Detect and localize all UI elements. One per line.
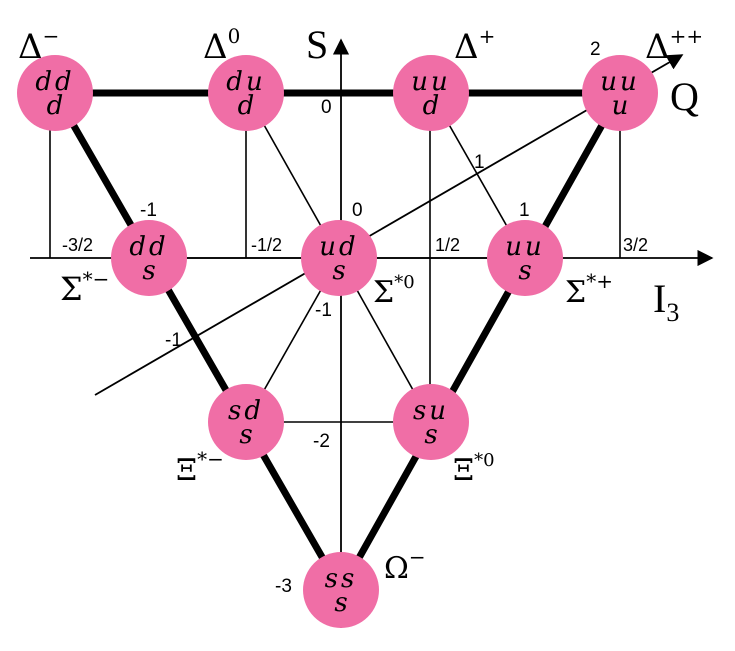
particle-symbol: Σ <box>373 275 394 310</box>
particle-charge: *0 <box>474 450 494 471</box>
quark-top: ud <box>319 232 358 262</box>
q-tick-label: 1 <box>474 152 485 173</box>
particle-node-delta-plusplus: uuu <box>582 55 658 131</box>
triangle-edges <box>51 89 624 594</box>
particle-name-omega-minus: Ω− <box>384 545 426 586</box>
particle-node-delta-minus: ddd <box>17 55 93 131</box>
i3-axis-subscript: 3 <box>666 298 679 327</box>
quark-bottom: s <box>142 256 155 286</box>
particle-node-delta-plus: uud <box>393 55 469 131</box>
particle-circle <box>208 384 284 460</box>
quark-top: uu <box>505 232 545 262</box>
particle-charge: *− <box>197 447 224 471</box>
particle-charge: − <box>409 545 426 569</box>
particle-circle <box>208 55 284 131</box>
particle-name-delta-zero: Δ0 <box>203 24 240 67</box>
particle-charge: *− <box>83 267 110 291</box>
quark-bottom: s <box>239 420 252 450</box>
particle-charge: *0 <box>394 272 414 293</box>
quark-bottom: u <box>612 91 629 121</box>
quark-top: dd <box>129 232 168 262</box>
particle-circle <box>487 220 563 296</box>
particle-circle <box>393 55 469 131</box>
quark-bottom: d <box>47 91 64 121</box>
particle-symbol: Ξ <box>176 453 197 488</box>
particle-name-sigma-zero: Σ*0 <box>373 272 415 310</box>
quark-top: uu <box>600 67 640 97</box>
particle-name-delta-plusplus: Δ++ <box>645 24 703 67</box>
particle-node-omega-minus: sss <box>303 552 379 628</box>
q-axis-label: Q <box>670 74 699 119</box>
quark-top: dd <box>35 67 74 97</box>
particle-charge: *+ <box>586 269 613 293</box>
quark-top: uu <box>411 67 451 97</box>
quark-bottom: s <box>334 588 347 618</box>
particle-charge: − <box>43 24 60 48</box>
particle-charge: 0 <box>228 24 241 48</box>
particle-symbol: Ξ <box>453 453 474 488</box>
triangle-edge-right <box>337 89 624 594</box>
particle-symbol: Σ <box>60 270 83 308</box>
particle-symbol: Δ <box>203 27 228 67</box>
s-tick-label: -3 <box>275 576 292 597</box>
particle-node-xi-minus: sds <box>208 384 284 460</box>
particle-name-delta-minus: Δ− <box>18 24 59 67</box>
quark-top: su <box>413 396 449 426</box>
strangeness-side-label: 1 <box>519 200 530 221</box>
i3-tick-label: 3/2 <box>623 235 648 255</box>
s-tick-label: 0 <box>321 97 332 118</box>
particle-name-xi-zero: Ξ*0 <box>453 450 495 488</box>
particle-node-sigma-plus: uus <box>487 220 563 296</box>
i3-tick-label: -1/2 <box>251 235 282 255</box>
quark-bottom: s <box>518 256 531 286</box>
quark-bottom: d <box>423 91 440 121</box>
q-tick-label: -1 <box>165 330 182 351</box>
particle-charge: + <box>479 24 496 48</box>
particle-circle <box>303 552 379 628</box>
particle-circle <box>393 384 469 460</box>
tick-labels: -3/2 -1/2 1/2 3/2 0 -1 -2 -3 -1 0 1 2 -1… <box>62 39 648 597</box>
particle-name-sigma-plus: Σ*+ <box>565 269 613 310</box>
strangeness-side-label: -1 <box>140 200 157 221</box>
i3-axis-main: I <box>653 276 666 321</box>
quark-bottom: s <box>424 420 437 450</box>
particle-name-delta-plus: Δ+ <box>454 24 495 67</box>
i3-tick-label: 1/2 <box>435 235 460 255</box>
particle-circle <box>582 55 658 131</box>
particle-circle <box>301 220 377 296</box>
particle-circle <box>111 220 187 296</box>
quark-bottom: d <box>238 91 255 121</box>
particle-node-xi-zero: sus <box>393 384 469 460</box>
s-tick-label: -2 <box>313 431 330 452</box>
quark-top: du <box>226 67 265 97</box>
q-tick-label: 2 <box>590 39 601 60</box>
particle-symbol: Σ <box>565 275 586 310</box>
quark-top: ss <box>325 564 358 594</box>
particle-symbol: Δ <box>454 27 479 67</box>
particle-name-sigma-minus: Σ*− <box>60 267 109 308</box>
q-tick-label: 0 <box>352 200 363 221</box>
s-tick-label: -1 <box>315 300 332 321</box>
triangle-edge-left <box>51 89 345 594</box>
s-axis-label: S <box>306 22 328 67</box>
particle-symbol: Δ <box>18 27 43 67</box>
particle-node-sigma-minus: dds <box>111 220 187 296</box>
i3-axis-label: I3 <box>653 276 679 327</box>
axis-names: S Q I3 <box>306 22 699 327</box>
quark-bottom: s <box>332 256 345 286</box>
i3-tick-label: -3/2 <box>62 235 93 255</box>
particle-node-sigma-zero: uds <box>301 220 377 296</box>
particle-name-xi-minus: Ξ*− <box>176 447 224 488</box>
particle-charge: ++ <box>670 24 704 48</box>
particle-circle <box>17 55 93 131</box>
particle-node-delta-zero: dud <box>208 55 284 131</box>
quark-top: sd <box>228 396 264 426</box>
particle-symbol: Δ <box>645 27 670 67</box>
particle-symbol: Ω <box>384 551 409 586</box>
